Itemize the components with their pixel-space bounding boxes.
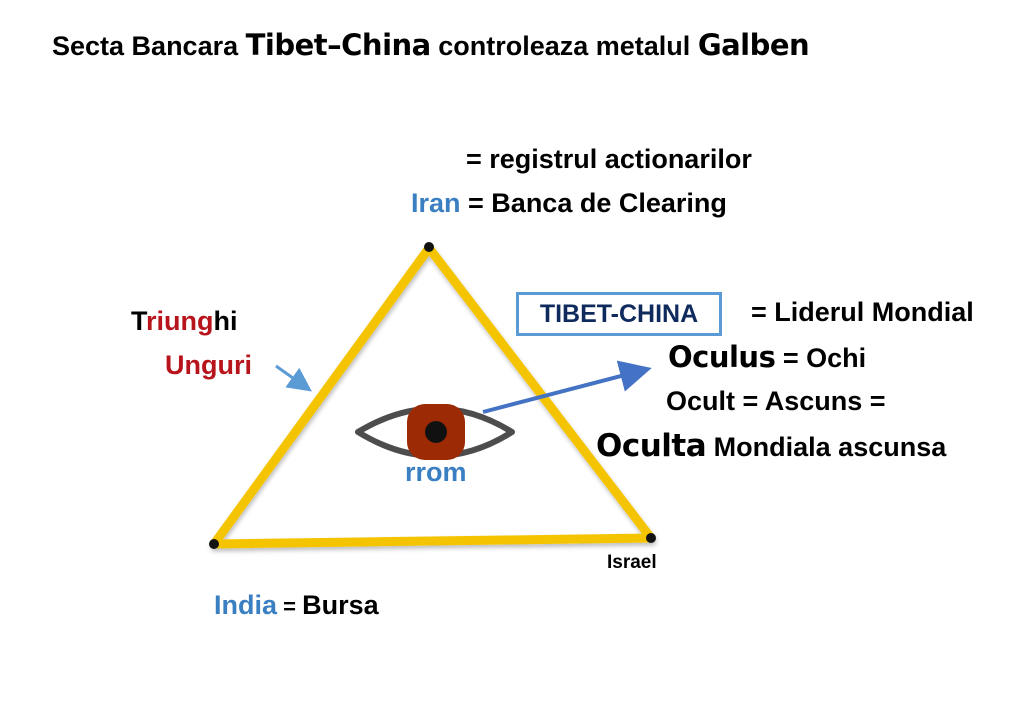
triunghi-riung: riung	[146, 306, 214, 336]
tibet-china-box: TIBET-CHINA	[516, 292, 722, 336]
oculta-desc: Mondiala ascunsa	[706, 432, 947, 462]
iran-word: Iran	[411, 188, 461, 218]
left-corner-dot	[209, 539, 219, 549]
arrow-unguri-to-triangle	[275, 364, 312, 392]
tibet-china-box-label: TIBET-CHINA	[539, 299, 699, 328]
india-eq: =	[277, 594, 303, 619]
right-corner-dot	[646, 533, 656, 543]
triunghi-label: Triunghi	[131, 306, 238, 337]
title-tibet-china: Tibet–China	[245, 28, 432, 62]
india-label: India = Bursa	[214, 590, 379, 621]
iran-desc: = Banca de Clearing	[460, 188, 727, 218]
unguri-label: Unguri	[165, 350, 252, 380]
iran-label: Iran = Banca de Clearing	[411, 188, 727, 219]
title-part3: controleaza metalul	[430, 31, 698, 61]
apex-dot	[424, 242, 434, 252]
lider-label: = Liderul Mondial	[751, 297, 974, 327]
triangle-right-edge	[424, 243, 656, 543]
eye-icon	[355, 404, 515, 460]
triunghi-t: T	[131, 306, 147, 336]
triangle	[209, 243, 656, 549]
page-title: Secta Bancara Tibet–China controleaza me…	[52, 28, 810, 62]
triunghi-hi: hi	[213, 306, 238, 336]
oculta-word: Oculta	[596, 428, 707, 464]
ocult-label: Ocult = Ascuns =	[666, 386, 886, 416]
pupil	[425, 421, 447, 443]
registru-label: = registrul actionarilor	[466, 144, 752, 174]
oculta-label: Oculta Mondiala ascunsa	[596, 428, 946, 464]
israel-label: Israel	[607, 552, 657, 573]
arrow-eye-to-oculus	[482, 360, 652, 414]
oculus-label: Oculus = Ochi	[668, 340, 866, 374]
rrom-label: rrom	[405, 457, 467, 487]
title-galben: Galben	[697, 28, 810, 62]
india-word: India	[214, 590, 278, 620]
oculus-word: Oculus	[668, 340, 776, 374]
india-desc: Bursa	[302, 590, 379, 620]
oculus-desc: = Ochi	[775, 343, 867, 373]
title-part1: Secta Bancara	[52, 31, 246, 61]
triangle-left-edge	[209, 243, 434, 549]
triangle-base-edge	[209, 533, 656, 549]
